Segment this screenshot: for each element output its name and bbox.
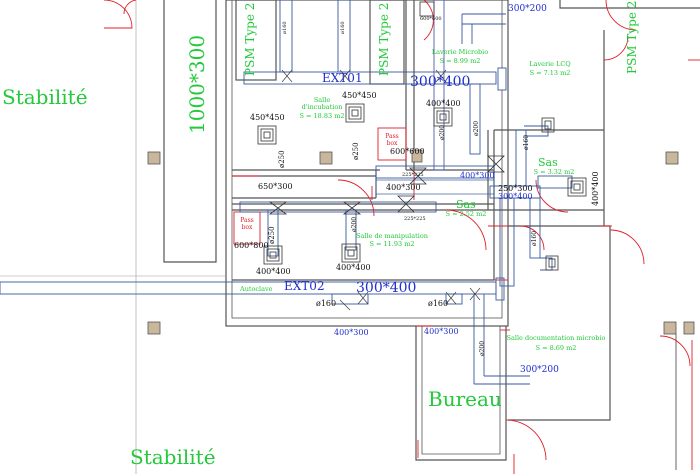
duct-600-600-box: 600*600	[390, 147, 425, 156]
room-laverie-microbio: Laverie Microbio	[432, 48, 488, 56]
pipe-160-c: ø160	[282, 21, 288, 34]
duct-main-bottom-label: 300*400	[356, 280, 416, 296]
diffusers	[257, 1, 587, 271]
room-salle-incubation-area: S = 18.83 m2	[299, 112, 344, 120]
grille-400-a: 400*400	[426, 99, 461, 108]
room-salle-manipulation-area: S = 11.93 m2	[369, 240, 414, 248]
pipe-250-b: ø250	[352, 142, 360, 160]
duct-main-top-label: 300*400	[410, 74, 470, 90]
grille-450-a: 450*450	[250, 113, 285, 122]
pipe-160-e: ø160	[523, 135, 530, 150]
duct-250-300: 250*300	[498, 184, 533, 193]
room-laverie-lcq: Laverie LCQ	[529, 60, 570, 68]
riser-label: 1000*300	[185, 35, 209, 134]
duct-400-400-vertical: 400*400	[591, 171, 600, 206]
room-psm-left: PSM Type 2	[243, 3, 257, 76]
room-laverie-microbio-area: S = 8.99 m2	[440, 57, 481, 65]
duct-400-300-d: 400*300	[424, 327, 459, 336]
pipe-160-b: ø160	[428, 299, 448, 308]
pipe-160-a: ø160	[316, 299, 336, 308]
room-sas-lower-area: S = 2.52 m2	[446, 210, 487, 218]
room-autoclave: Autoclave	[239, 285, 273, 293]
duct-225-225-a: 225*225	[402, 172, 424, 178]
pipe-160-f: ø160	[531, 231, 538, 246]
ext01-duct	[243, 71, 497, 85]
room-psm-mid: PSM Type 2	[377, 3, 391, 76]
duct-400-300-b: 400*300	[460, 171, 495, 180]
documentation-wall	[508, 225, 611, 421]
duct-crosses	[281, 69, 481, 311]
room-sas-lower: Sas	[456, 198, 476, 211]
duct-225-225-b: 225*225	[404, 216, 426, 222]
pipe-160-d: ø160	[340, 21, 346, 34]
pipe-250-c: ø250	[268, 226, 276, 244]
duct-300-400-small: 300*400	[498, 192, 533, 201]
bureau-wall	[415, 326, 507, 461]
duct-300-200-bottom: 300*200	[520, 365, 559, 375]
room-sas-upper: Sas	[538, 156, 558, 169]
grille-400-c: 400*400	[336, 263, 371, 272]
room-sas-upper-area: S = 3.32 m2	[534, 168, 575, 176]
room-salle-documentation-area: S = 8.69 m2	[536, 344, 577, 352]
pass-box-upper	[377, 127, 407, 161]
doors	[103, 0, 700, 474]
duct-ext02-label: EXT02	[284, 279, 325, 293]
duct-600-600-top: 600*600	[420, 16, 442, 22]
pipe-250-a: ø250	[278, 150, 286, 168]
room-salle-manipulation: Salle de manipulation	[356, 232, 428, 240]
main-block-wall	[225, 0, 509, 327]
riser-shaft	[163, 0, 217, 263]
pipe-200-a: ø200	[439, 125, 446, 140]
pipe-200-b: ø200	[473, 121, 480, 136]
pipe-200-c: ø200	[479, 341, 486, 356]
room-bureau: Bureau	[428, 387, 502, 411]
duct-600-800: 600*800	[234, 241, 269, 250]
duct-400-300-c: 400*300	[334, 328, 369, 337]
room-stabilite-bottom: Stabilité	[130, 445, 216, 469]
grille-400-b: 400*400	[256, 267, 291, 276]
duct-300-200-top: 300*200	[508, 4, 547, 14]
psm-cabinet-left	[235, 0, 277, 81]
duct-400-300-a: 400*300	[386, 183, 421, 192]
pipe-200-d: ø200	[351, 217, 358, 232]
duct-650-300: 650*300	[258, 182, 293, 191]
room-salle-documentation: Salle documentation microbio	[507, 334, 606, 342]
room-psm-right: PSM Type 2	[625, 1, 639, 74]
room-laverie-lcq-area: S = 7.13 m2	[530, 69, 571, 77]
room-stabilite-left: Stabilité	[2, 85, 88, 109]
duct-ext01-label: EXT01	[322, 71, 363, 85]
grille-450-b: 450*450	[342, 91, 377, 100]
columns	[147, 149, 695, 335]
